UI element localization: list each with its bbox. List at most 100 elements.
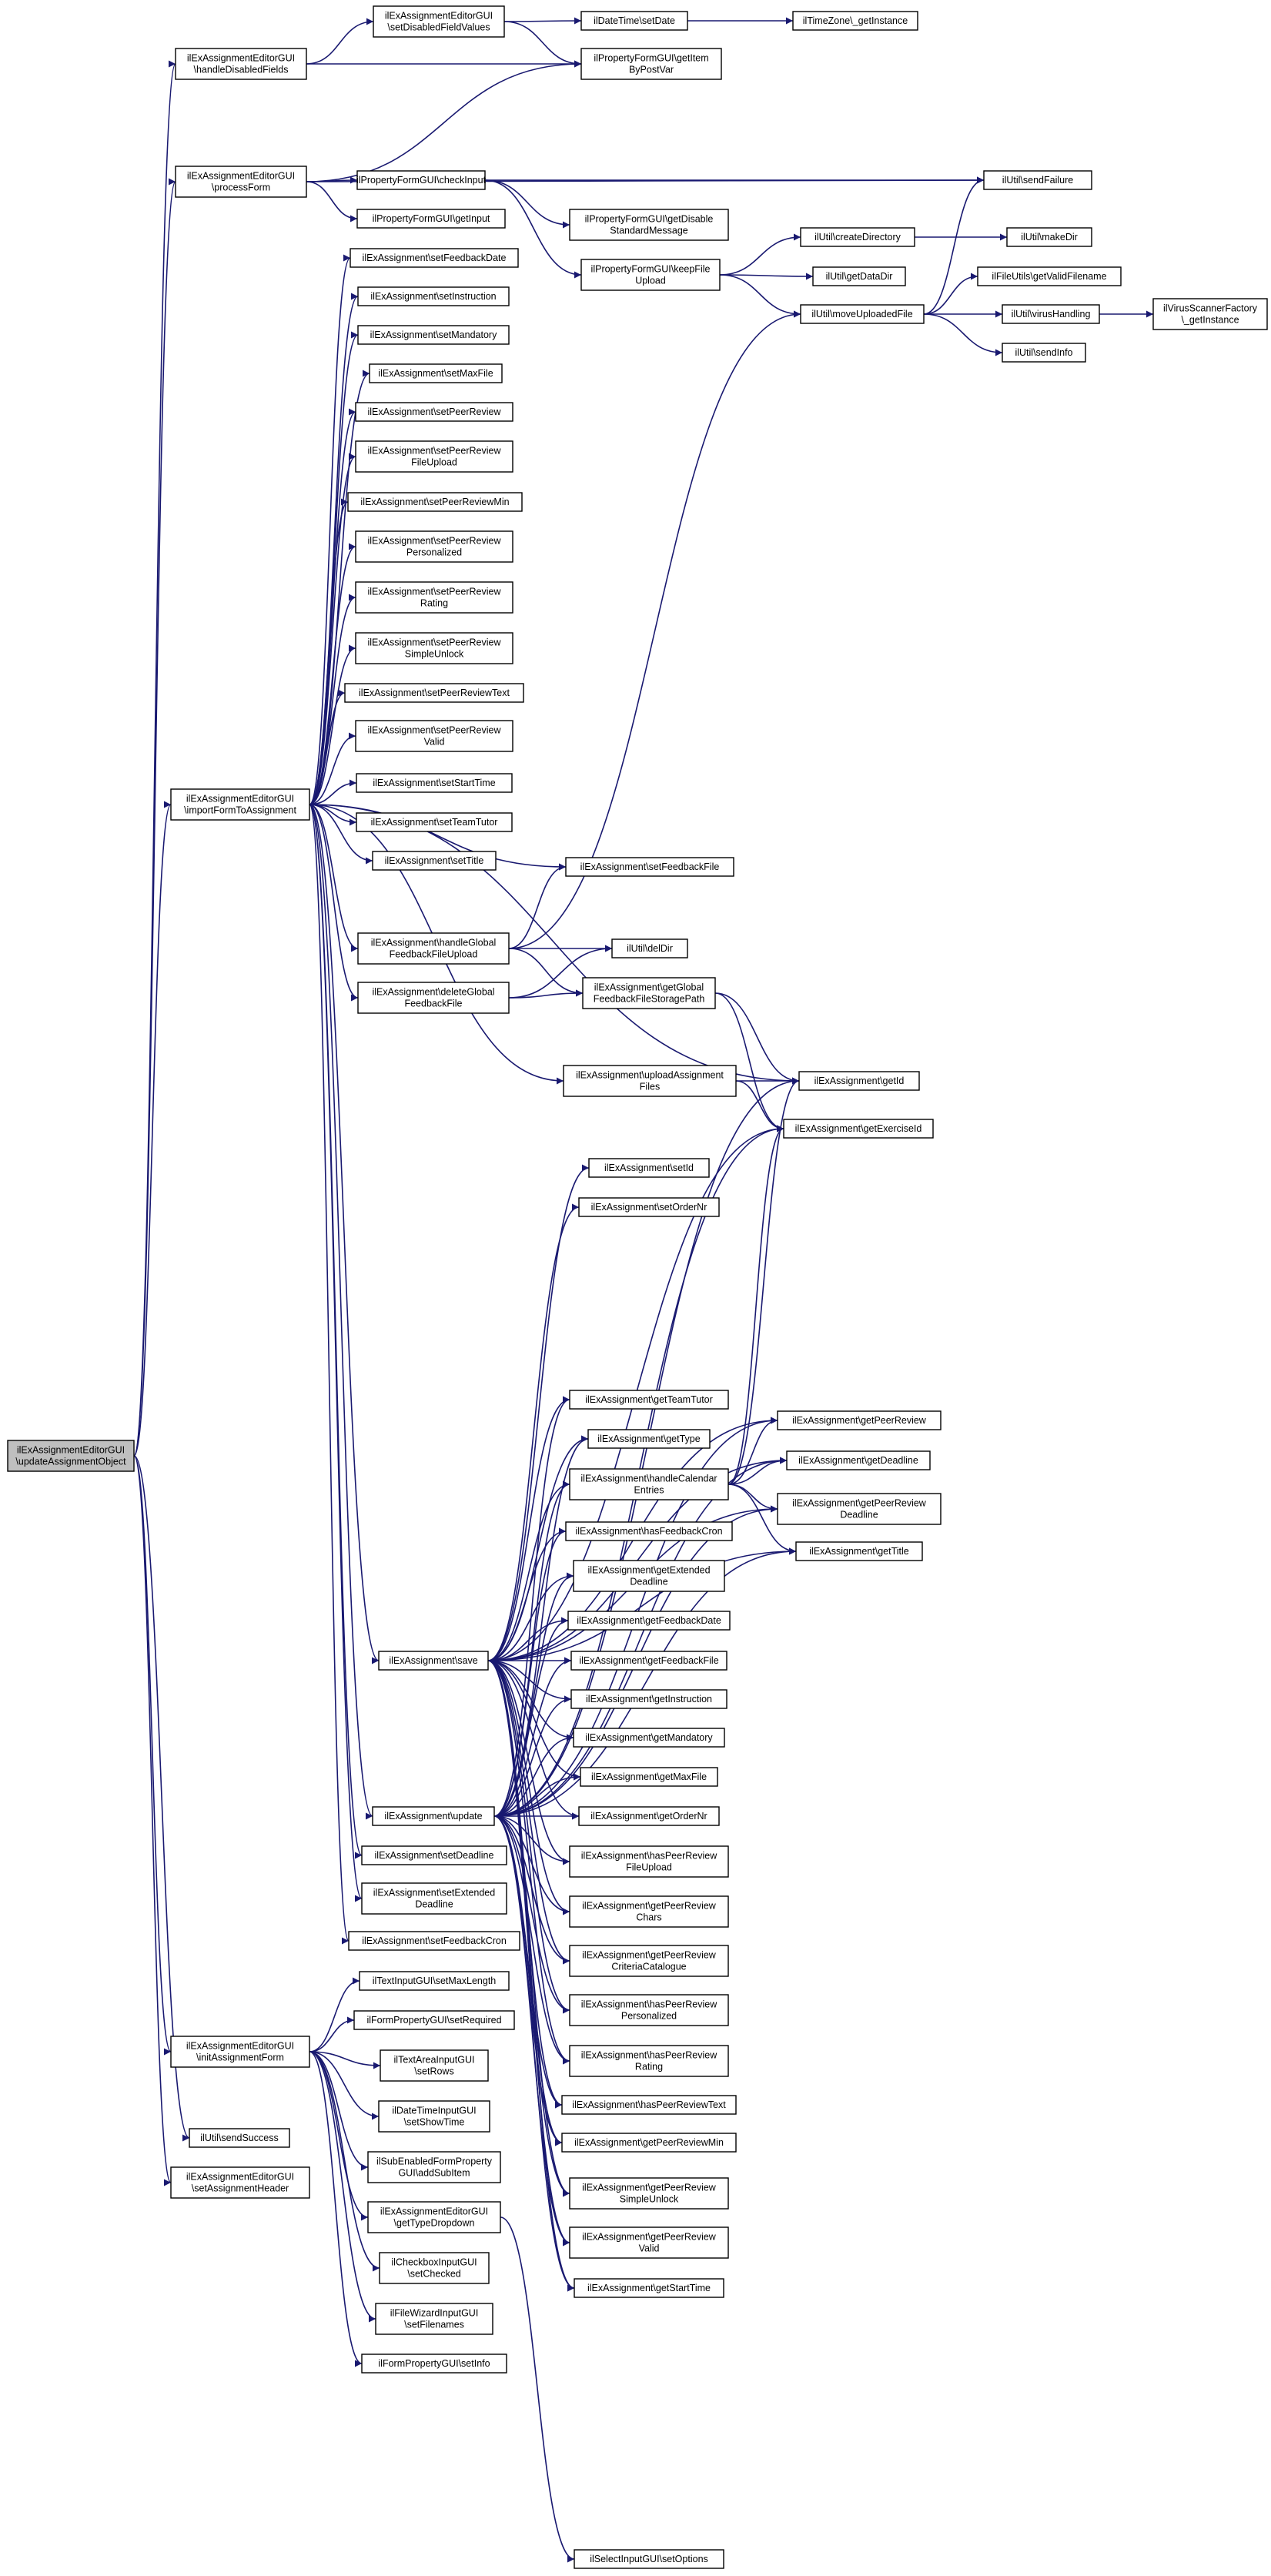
edge-n33-n67 (309, 804, 350, 1944)
graph-node[interactable]: ilExAssignment\getType (587, 1429, 711, 1449)
graph-node[interactable]: ilPropertyFormGUI\getInput (356, 209, 506, 229)
graph-node[interactable]: ilExAssignment\getPeerReviewCriteriaCata… (569, 1945, 729, 1977)
edge-n7-n10 (484, 179, 570, 229)
graph-node[interactable]: ilExAssignment\setTitle (372, 851, 497, 871)
graph-node[interactable]: ilExAssignment\getFeedbackFile (570, 1651, 727, 1671)
graph-node[interactable]: ilExAssignmentEditorGUI\setAssignmentHea… (170, 2166, 310, 2199)
node-label: ilExAssignmentEditorGUI (186, 2041, 294, 2052)
graph-node[interactable]: ilExAssignment\handleGlobalFeedbackFileU… (357, 932, 510, 965)
node-label: FileUpload (411, 457, 457, 468)
graph-node[interactable]: ilExAssignment\setPeerReviewMin (347, 492, 523, 512)
graph-node[interactable]: ilPropertyFormGUI\getDisableStandardMess… (569, 209, 729, 241)
graph-node[interactable]: ilExAssignmentEditorGUI\initAssignmentFo… (170, 2036, 310, 2068)
graph-node[interactable]: ilExAssignmentEditorGUI\processForm (175, 166, 307, 198)
graph-node[interactable]: ilExAssignment\getInstruction (570, 1689, 727, 1709)
graph-node[interactable]: ilUtil\sendSuccess (189, 2128, 290, 2148)
graph-node[interactable]: ilUtil\virusHandling (1002, 304, 1100, 324)
graph-node[interactable]: ilExAssignment\setFeedbackDate (350, 248, 519, 268)
node-box (977, 266, 1122, 286)
graph-node[interactable]: ilExAssignment\getId (798, 1071, 920, 1091)
graph-node[interactable]: ilExAssignment\setId (588, 1158, 710, 1178)
graph-node[interactable]: ilExAssignment\getExerciseId (783, 1119, 934, 1139)
graph-node[interactable]: ilExAssignment\getMandatory (573, 1728, 725, 1748)
graph-node[interactable]: ilExAssignment\setFeedbackCron (348, 1931, 520, 1951)
graph-node[interactable]: ilExAssignmentEditorGUI\updateAssignment… (7, 1440, 135, 1472)
graph-node[interactable]: ilExAssignment\getGlobalFeedbackFileStor… (582, 977, 716, 1009)
graph-node[interactable]: ilExAssignment\getOrderNr (578, 1806, 720, 1826)
graph-node[interactable]: ilFormPropertyGUI\setInfo (361, 2354, 507, 2374)
graph-node[interactable]: ilExAssignment\setFeedbackFile (565, 857, 734, 877)
graph-node[interactable]: ilExAssignment\getDeadline (786, 1450, 931, 1470)
graph-node[interactable]: ilExAssignment\setMandatory (357, 325, 510, 345)
graph-node[interactable]: ilExAssignment\save (378, 1651, 489, 1671)
edge-n61-n74 (493, 1815, 570, 2065)
graph-node[interactable]: ilFileUtils\getValidFilename (977, 266, 1122, 286)
graph-node[interactable]: ilUtil\sendFailure (983, 170, 1092, 190)
graph-node[interactable]: ilExAssignment\getPeerReview (777, 1410, 942, 1430)
graph-node[interactable]: ilExAssignment\hasFeedbackCron (565, 1521, 733, 1541)
edge-n1-n2 (306, 18, 374, 65)
graph-node[interactable]: ilCheckboxInputGUI\setChecked (379, 2252, 490, 2284)
graph-node[interactable]: ilTimeZone\_getInstance (792, 11, 918, 31)
edge-n61-n59 (493, 1734, 574, 1817)
graph-node[interactable]: ilExAssignment\getTitle (795, 1541, 923, 1561)
graph-node[interactable]: ilExAssignmentEditorGUI\importFormToAssi… (170, 788, 310, 821)
graph-node[interactable]: ilDateTimeInputGUI\setShowTime (378, 2100, 490, 2133)
graph-node[interactable]: ilExAssignment\setPeerReview (355, 402, 513, 422)
edge-n0-n77 (133, 1455, 172, 2186)
graph-node[interactable]: ilExAssignment\getTeamTutor (569, 1390, 729, 1410)
graph-node[interactable]: ilExAssignment\setStartTime (356, 773, 513, 793)
graph-node[interactable]: ilExAssignment\hasPeerReviewText (561, 2095, 737, 2115)
graph-node[interactable]: ilExAssignment\setInstruction (357, 286, 510, 306)
graph-node[interactable]: ilExAssignment\getStartTime (574, 2278, 724, 2298)
graph-node[interactable]: ilUtil\getDataDir (812, 266, 906, 286)
graph-node[interactable]: ilExAssignment\setPeerReviewText (344, 683, 524, 703)
graph-node[interactable]: ilFormPropertyGUI\setRequired (353, 2010, 515, 2030)
graph-node[interactable]: ilTextAreaInputGUI\setRows (380, 2049, 489, 2082)
graph-node[interactable]: ilPropertyFormGUI\checkInput (356, 170, 487, 190)
graph-node[interactable]: ilUtil\makeDir (1006, 227, 1092, 247)
node-label: ilUtil\moveUploadedFile (811, 309, 912, 319)
graph-node[interactable]: ilExAssignment\setOrderNr (578, 1197, 720, 1217)
graph-node[interactable]: ilUtil\moveUploadedFile (800, 304, 925, 324)
graph-node[interactable]: ilExAssignment\setDeadline (361, 1845, 507, 1865)
graph-node[interactable]: ilExAssignment\update (372, 1806, 495, 1826)
graph-node[interactable]: ilExAssignmentEditorGUI\setDisabledField… (373, 5, 505, 38)
graph-node[interactable]: ilExAssignmentEditorGUI\handleDisabledFi… (175, 48, 307, 80)
graph-node[interactable]: ilExAssignment\setMaxFile (369, 363, 503, 383)
graph-node[interactable]: ilExAssignment\getMaxFile (580, 1767, 718, 1787)
graph-node[interactable]: ilDateTime\setDate (580, 11, 688, 31)
graph-node[interactable]: ilTextInputGUI\setMaxLength (359, 1971, 510, 1991)
graph-node[interactable]: ilSelectInputGUI\setOptions (574, 2549, 724, 2569)
graph-node[interactable]: ilExAssignmentEditorGUI\getTypeDropdown (367, 2201, 501, 2233)
graph-node[interactable]: ilExAssignment\getFeedbackDate (567, 1611, 731, 1631)
graph-node[interactable]: ilUtil\delDir (611, 938, 688, 958)
edge-n33-n31 (309, 732, 356, 805)
graph-node[interactable]: ilUtil\createDirectory (800, 227, 915, 247)
graph-node[interactable]: ilExAssignment\getPeerReviewMin (561, 2133, 737, 2153)
graph-node[interactable]: ilFileWizardInputGUI\setFilenames (375, 2303, 493, 2335)
graph-node[interactable]: ilUtil\sendInfo (1002, 343, 1086, 363)
graph-node[interactable]: ilVirusScannerFactory\_getInstance (1152, 298, 1268, 330)
graph-node[interactable]: ilExAssignment\setTeamTutor (356, 812, 513, 832)
